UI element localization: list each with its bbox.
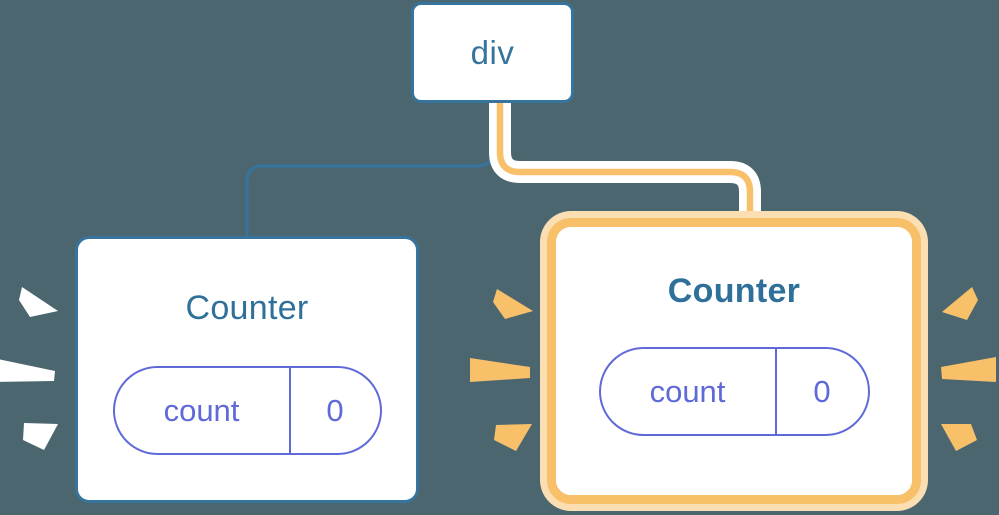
- sparkle-ray-icon: [941, 287, 996, 451]
- node-counter-right[interactable]: Counter count 0: [556, 227, 912, 495]
- node-counter-left[interactable]: Counter count 0: [75, 236, 419, 503]
- node-div[interactable]: div: [411, 2, 574, 103]
- state-key-right: count: [601, 349, 777, 434]
- sparkle-ray-icon: [470, 289, 533, 451]
- edge-div-to-counter-right: [496, 99, 754, 236]
- state-value-left: 0: [326, 392, 344, 428]
- node-counter-right-highlight: Counter count 0: [547, 218, 921, 504]
- state-value-right: 0: [813, 373, 831, 409]
- node-counter-right-label: Counter: [667, 272, 801, 310]
- node-div-label: div: [470, 34, 515, 71]
- state-key-left: count: [115, 368, 291, 453]
- state-pill-left[interactable]: count 0: [112, 366, 382, 455]
- state-pill-right[interactable]: count 0: [598, 347, 870, 436]
- node-counter-left-label: Counter: [185, 289, 309, 327]
- edge-halo: [489, 92, 761, 243]
- sparkle-ray-icon: [0, 287, 58, 450]
- edge-div-to-counter-left: [245, 101, 495, 240]
